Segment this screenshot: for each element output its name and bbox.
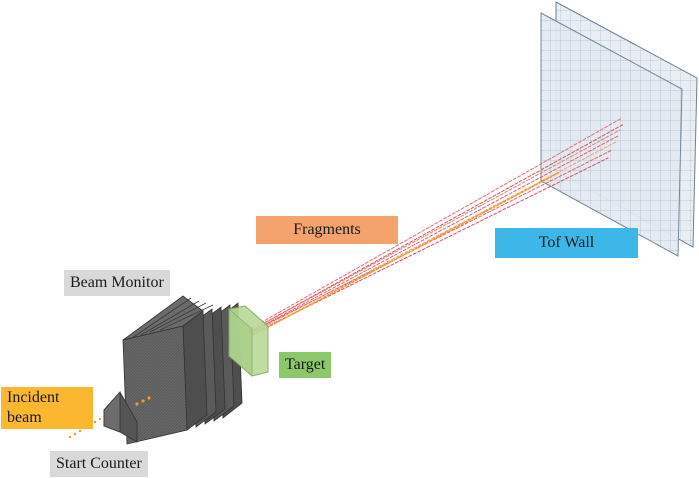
incident-beam-path xyxy=(68,396,151,439)
beam-monitor-label: Beam Monitor xyxy=(64,270,170,296)
incident-beam-label-line1: Incident xyxy=(7,389,60,406)
start-counter xyxy=(103,390,138,443)
fragments-label: Fragments xyxy=(256,216,398,244)
start-counter-label: Start Counter xyxy=(50,451,148,477)
beam-monitor xyxy=(122,295,243,445)
fragment-tracks xyxy=(247,117,625,336)
tof-wall-label: Tof Wall xyxy=(495,228,638,258)
tof-wall xyxy=(540,1,698,257)
incident-beam-label-line2: beam xyxy=(7,409,42,426)
target xyxy=(228,305,269,377)
incident-beam-label: Incident beam xyxy=(1,387,93,429)
target-label: Target xyxy=(279,352,332,378)
